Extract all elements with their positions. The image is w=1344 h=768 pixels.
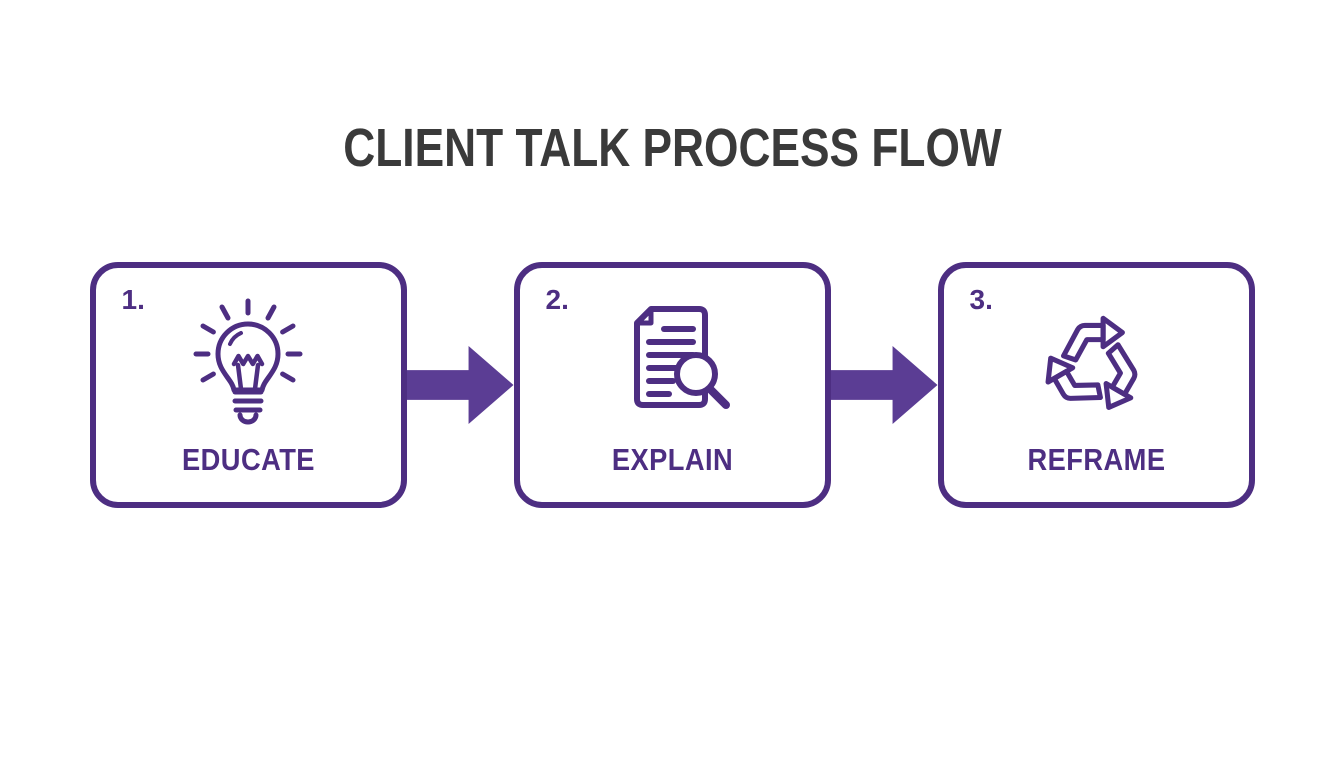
step-card-educate: 1.	[89, 262, 407, 508]
arrow-right-icon	[406, 346, 514, 424]
lightbulb-icon	[96, 290, 401, 435]
step-number: 3.	[969, 284, 993, 315]
recycle-icon	[944, 290, 1249, 435]
step-number: 2.	[545, 284, 569, 315]
page-title: CLIENT TALK PROCESS FLOW	[342, 118, 1002, 178]
step-label: REFRAME	[1027, 442, 1165, 477]
step-card-explain: 2. EXPLAIN	[513, 262, 831, 508]
process-steps-row: 1.	[0, 262, 1344, 508]
title-area: CLIENT TALK PROCESS FLOW	[0, 0, 1344, 178]
step-label: EXPLAIN	[611, 442, 733, 477]
step-card-reframe: 3. REFRAME	[937, 262, 1255, 508]
arrow-right-icon	[830, 346, 938, 424]
step-number: 1.	[121, 284, 145, 315]
document-search-icon	[520, 290, 825, 435]
step-label: EDUCATE	[181, 442, 315, 477]
